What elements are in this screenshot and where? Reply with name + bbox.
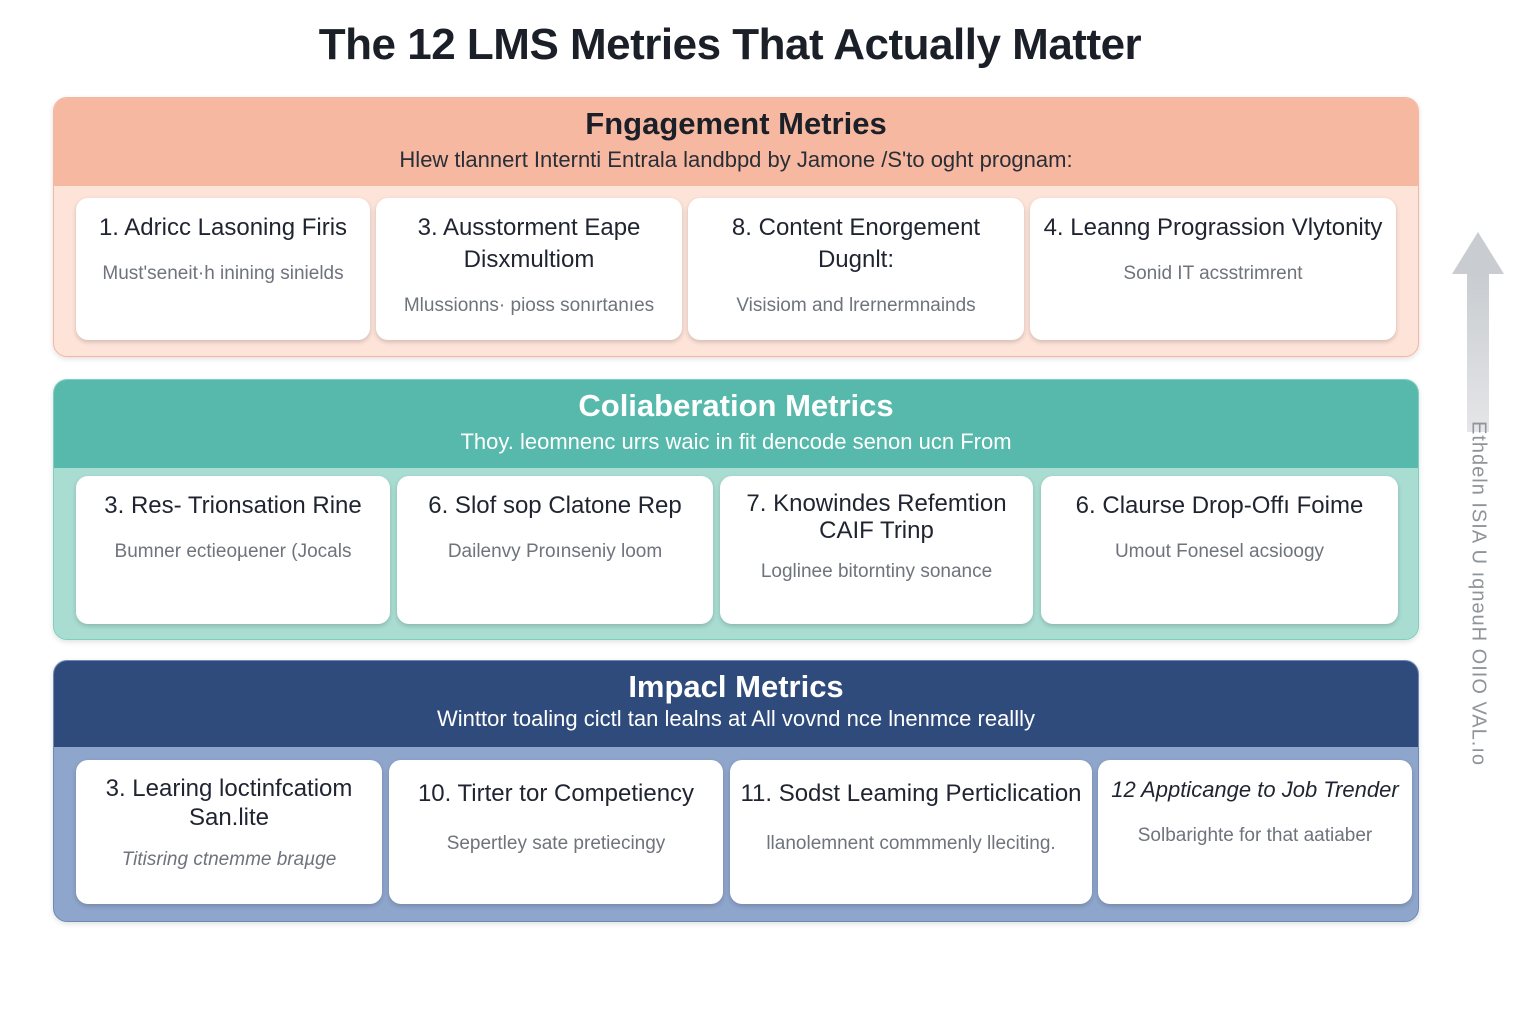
arrow-up-icon <box>1452 232 1504 274</box>
page-title: The 12 LMS Metries That Actually Matter <box>318 20 1142 69</box>
collaboration-header: Coliaberation Metrics Thoy. leomnenc urr… <box>54 380 1418 468</box>
metric-card-leanng-prograssion: 4. Leanng Prograssion Vlytonity Sonid IT… <box>1030 198 1396 340</box>
metric-card-title: 10. Tirter tor Competiency <box>417 780 695 807</box>
impact-header: Impacl Metrics Winttor toaling cictl tan… <box>54 661 1418 747</box>
metric-card-title: 3. Ausstorment Eape Disxmultiom <box>417 214 641 273</box>
upward-arrow-indicator: Ethdeln ISIA U ıqnəuH OIIO VAL.ıo <box>1452 232 1504 772</box>
metric-card-desc: Solbarighte for that aatiaber <box>1137 825 1373 846</box>
collaboration-title: Coliaberation Metrics <box>578 388 894 423</box>
impact-subtitle: Winttor toaling cictl tan lealns at All … <box>437 706 1035 731</box>
metric-card-title: 3. Learing loctinfcatiom San.lite <box>105 775 353 831</box>
metric-card-tirter-tor-competiency: 10. Tirter tor Competiency Sepertley sat… <box>389 760 723 904</box>
metric-card-title: 7. Knowindes Refemtion CAIF Trinp <box>746 490 1007 544</box>
engagement-subtitle: Hlew tlannert Internti Entrala landbpd b… <box>399 147 1073 172</box>
metric-card-desc: llanolemnent commmenly lleciting. <box>766 833 1056 854</box>
engagement-header: Fngagement Metries Hlew tlannert Internt… <box>54 98 1418 186</box>
metric-card-content-enorgement: 8. Content Enorgement Dugnlt: Visisiom a… <box>688 198 1024 340</box>
metric-card-desc: Must'seneit·h inining sinields <box>102 263 344 284</box>
metric-card-title: 6. Claurse Drop-Offı Foime <box>1075 492 1364 519</box>
metric-card-slof-sop: 6. Slof sop Clatone Rep Dailenvy Proınse… <box>397 476 713 624</box>
engagement-metrics-section: Fngagement Metries Hlew tlannert Internt… <box>53 97 1419 357</box>
metric-card-learing-loctinfcatiom: 3. Learing loctinfcatiom San.lite Titisr… <box>76 760 382 904</box>
metric-card-sodst-leaming: 11. Sodst Leaming Perticlication llanole… <box>730 760 1092 904</box>
metric-card-desc: Visisiom and lrernermnainds <box>736 295 976 316</box>
arrow-label: Ethdeln ISIA U ıqnəuH OIIO VAL.ıo <box>1467 420 1490 767</box>
metric-card-title: 4. Leanng Prograssion Vlytonity <box>1043 214 1383 241</box>
metric-card-desc: Titisring ctnemme braµge <box>121 849 337 870</box>
metric-card-desc: Loglinee bitorntiny sonance <box>760 561 993 582</box>
metric-card-title: 8. Content Enorgement Dugnlt: <box>731 214 981 273</box>
metric-card-title: 12 Appticange to Job Trender <box>1111 777 1399 802</box>
metric-card-adricc-lasoning: 1. Adricc Lasoning Firis Must'seneit·h i… <box>76 198 370 340</box>
metric-card-desc: Umout Fonesel acsioogy <box>1114 541 1325 562</box>
impact-metrics-section: Impacl Metrics Winttor toaling cictl tan… <box>53 660 1419 922</box>
metric-card-knowindes-refemtion: 7. Knowindes Refemtion CAIF Trinp Loglin… <box>720 476 1033 624</box>
metric-card-desc: Mlussionns· pioss sonırtanıes <box>403 295 655 316</box>
impact-title: Impacl Metrics <box>628 669 844 704</box>
metric-card-title: 11. Sodst Leaming Perticlication <box>740 780 1082 807</box>
collaboration-subtitle: Thoy. leomnenc urrs waic in fit dencode … <box>460 429 1012 454</box>
metric-card-desc: Dailenvy Proınseniy loom <box>447 541 663 562</box>
metric-card-ausstorment-eape: 3. Ausstorment Eape Disxmultiom Mlussion… <box>376 198 682 340</box>
metric-card-res-trionsation: 3. Res- Trionsation Rine Bumner ectieoµe… <box>76 476 390 624</box>
metric-card-desc: Sepertley sate pretiecingy <box>446 833 666 854</box>
collaboration-metrics-section: Coliaberation Metrics Thoy. leomnenc urr… <box>53 379 1419 640</box>
metric-card-title: 3. Res- Trionsation Rine <box>104 492 362 519</box>
metric-card-desc: Bumner ectieoµener (Jocals <box>114 541 352 562</box>
metric-card-title: 1. Adricc Lasoning Firis <box>98 214 348 241</box>
metric-card-desc: Sonid IT acsstrimrent <box>1123 263 1303 284</box>
metric-card-claurse-drop-off: 6. Claurse Drop-Offı Foime Umout Fonesel… <box>1041 476 1398 624</box>
arrow-shaft <box>1467 272 1489 432</box>
metric-card-title: 6. Slof sop Clatone Rep <box>428 492 682 519</box>
engagement-title: Fngagement Metries <box>585 106 887 141</box>
metric-card-appticange-to-job: 12 Appticange to Job Trender Solbarighte… <box>1098 760 1412 904</box>
